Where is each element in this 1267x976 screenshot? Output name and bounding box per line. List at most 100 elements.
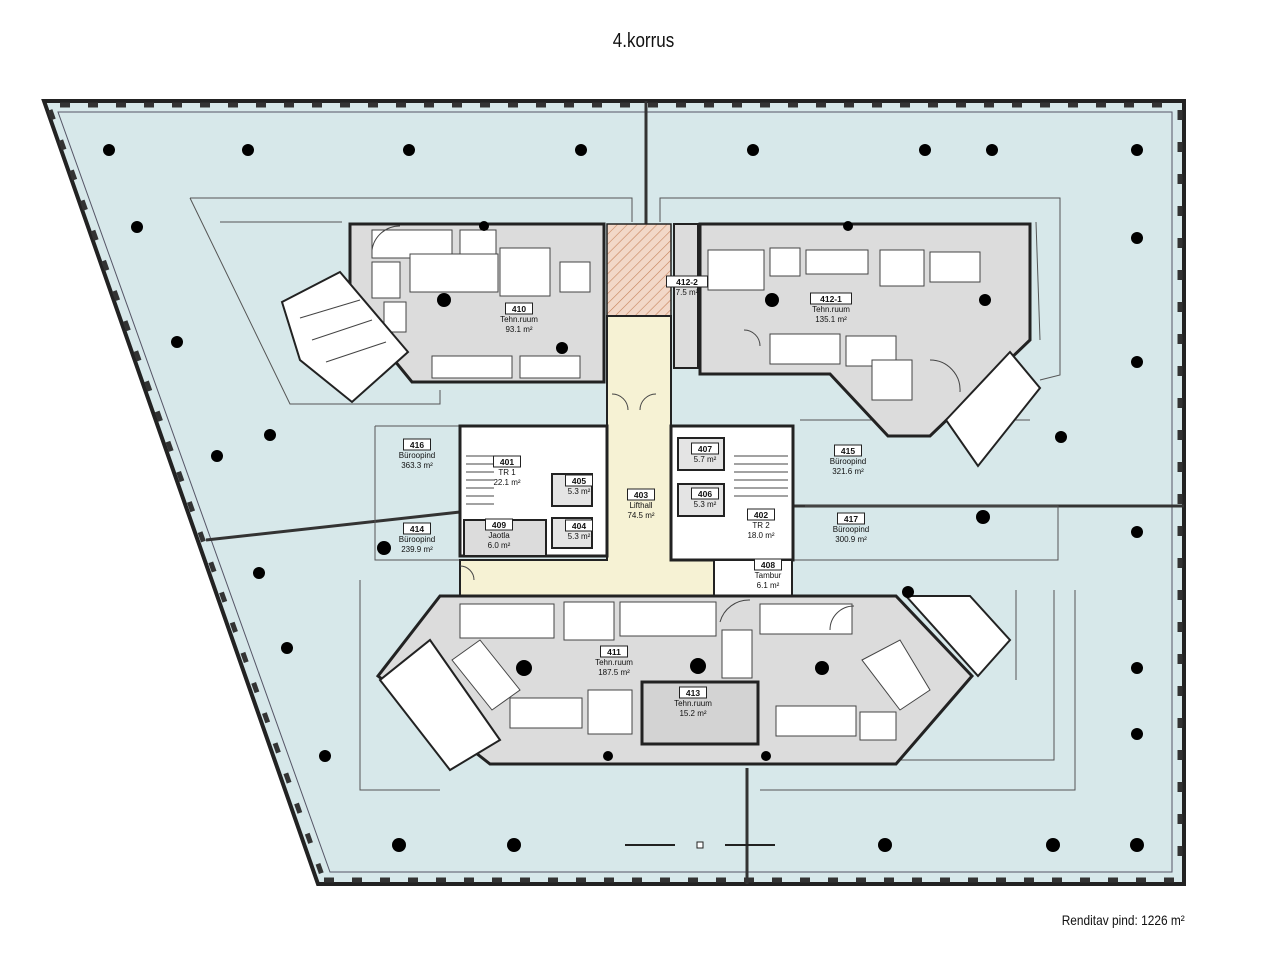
restroom-block-se	[903, 595, 1012, 678]
room-name: Jaotla	[488, 531, 510, 540]
room-area: 5.7 m²	[694, 455, 717, 464]
room-area: 5.3 m²	[568, 487, 591, 496]
room-number-box	[485, 518, 513, 531]
room-number-box	[666, 275, 708, 288]
room-number: 408	[761, 560, 775, 570]
room-number: 406	[698, 489, 712, 499]
room-number: 410	[512, 304, 526, 314]
room-number-box	[565, 519, 593, 532]
room-number-box	[505, 302, 533, 315]
room-411-equipment	[451, 601, 931, 741]
stair-treads-east	[734, 455, 788, 497]
room-number-box	[403, 438, 431, 451]
room-area: 239.9 m²	[401, 545, 433, 554]
room-number: 405	[572, 476, 586, 486]
room-name: Lifthall	[629, 501, 652, 510]
room-number: 411	[607, 647, 621, 657]
room-number: 417	[844, 514, 858, 524]
room-number-box	[493, 455, 521, 468]
room-name: Büroopind	[399, 535, 435, 544]
room-name: TR 2	[752, 521, 770, 530]
room-number: 414	[410, 524, 424, 534]
room-area: 15.2 m²	[679, 709, 706, 718]
room-name: Tehn.ruum	[812, 305, 850, 314]
shaft-hatched-north	[606, 223, 672, 317]
room-number-box	[691, 442, 719, 455]
room-412-1-equipment	[707, 247, 981, 401]
room-number-box	[691, 487, 719, 500]
room-number: 404	[572, 521, 586, 531]
facade-windows-left	[47, 109, 326, 879]
room-area: 6.0 m²	[488, 541, 511, 550]
restroom-partitions-nw	[299, 299, 387, 363]
room-area: 22.1 m²	[493, 478, 520, 487]
restroom-block-nw	[280, 270, 410, 404]
room-name: Büroopind	[830, 457, 866, 466]
room-410-equipment	[371, 229, 591, 379]
room-number: 416	[410, 440, 424, 450]
room-number-box	[565, 474, 593, 487]
room-label-412-2: 412-27.5 m²	[666, 275, 708, 297]
room-name: Tehn.ruum	[595, 658, 633, 667]
room-number-box	[834, 444, 862, 457]
room-area: 321.6 m²	[832, 467, 864, 476]
room-number-box	[679, 686, 707, 699]
room-name: Büroopind	[833, 525, 869, 534]
room-area: 74.5 m²	[627, 511, 654, 520]
room-number-box	[837, 512, 865, 525]
structural-columns	[103, 144, 1144, 852]
room-412-2-floor	[673, 223, 699, 369]
room-name: Tehn.ruum	[500, 315, 538, 324]
room-area: 187.5 m²	[598, 668, 630, 677]
room-number: 407	[698, 444, 712, 454]
room-number: 402	[754, 510, 768, 520]
room-name: Tehn.ruum	[674, 699, 712, 708]
room-number-box	[754, 558, 782, 571]
rentable-area-footer: Renditav pind: 1226 m²	[1061, 912, 1185, 928]
room-number: 413	[686, 688, 700, 698]
room-number-box	[627, 488, 655, 501]
door-swings	[371, 225, 961, 631]
room-area: 135.1 m²	[815, 315, 847, 324]
room-area: 363.3 m²	[401, 461, 433, 470]
room-area: 300.9 m²	[835, 535, 867, 544]
room-number: 409	[492, 520, 506, 530]
south-markers	[625, 841, 775, 849]
room-name: Büroopind	[399, 451, 435, 460]
room-area: 6.1 m²	[757, 581, 780, 590]
stair-treads-west	[466, 455, 494, 505]
room-area: 18.0 m²	[747, 531, 774, 540]
room-number: 412-1	[820, 294, 842, 304]
room-number-box	[747, 508, 775, 521]
restroom-block-sw	[378, 638, 502, 772]
facade-inner-line	[57, 111, 1173, 873]
restroom-block-ne	[944, 350, 1042, 468]
room-area: 5.3 m²	[568, 532, 591, 541]
room-area: 93.1 m²	[505, 325, 532, 334]
room-number-box	[403, 522, 431, 535]
room-name: Tambur	[755, 571, 782, 580]
room-area: 5.3 m²	[694, 500, 717, 509]
room-area: 7.5 m²	[676, 288, 699, 297]
room-number: 412-2	[676, 277, 698, 287]
room-number: 401	[500, 457, 514, 467]
room-number-box	[600, 645, 628, 658]
floor-title: 4.korrus	[612, 30, 675, 52]
room-number: 403	[634, 490, 648, 500]
